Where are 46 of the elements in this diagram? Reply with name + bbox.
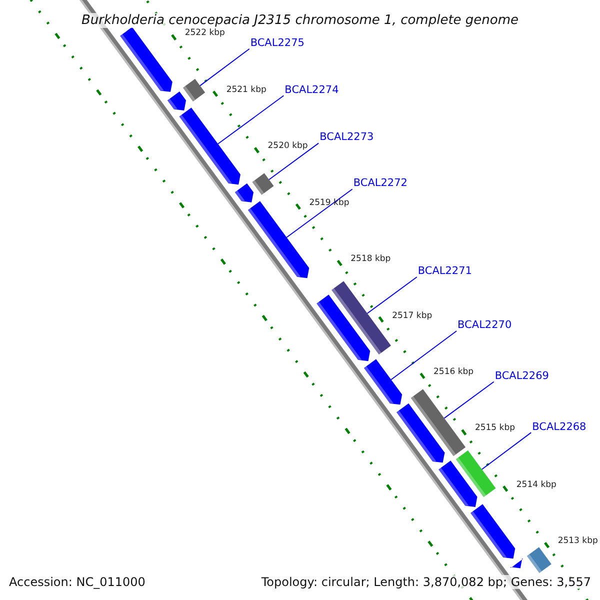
genome-summary-text: Topology: circular; Length: 3,870,082 bp; Genes: 3,557 [261,575,591,590]
leader-line [366,276,418,314]
gene-label: BCAL2275 [250,38,304,48]
scale-tick-label: 2515 kbp [474,424,516,433]
leader-line [390,330,458,380]
leader-line [286,188,353,238]
leader-line [217,95,284,144]
gene-block [252,173,274,195]
gene-label: BCAL2269 [494,370,549,382]
gene-feature [248,201,310,278]
gene-label: BCAL2268 [532,422,586,432]
gene-label: BCAL2272 [353,178,408,189]
accession-text: Accession: NC_011000 [9,575,146,590]
gene-feature [179,108,240,185]
scale-tick-label: 2519 kbp [309,198,350,208]
gene-feature [438,460,478,507]
gene-label: BCAL2274 [284,84,339,96]
leader-line [200,48,250,86]
scale-tick-label: 2513 kbp [558,537,598,546]
gene-feature [120,27,172,92]
gene-label: BCAL2273 [320,132,374,143]
gene-block [526,547,552,573]
gene-feature [316,294,370,362]
gene-feature [364,359,402,405]
leader-line [481,432,532,470]
scale-tick-label: 2517 kbp [392,312,432,320]
gene-feature [470,504,516,559]
gene-label: BCAL2271 [418,266,472,276]
gene-block [456,450,496,498]
scale-tick-label: 2514 kbp [516,480,556,490]
gene-feature [510,558,523,568]
leader-line [444,381,494,419]
gene-block [410,389,466,456]
gene-feature [234,183,254,202]
gene-feature [167,92,186,110]
gene-block [182,78,206,102]
gene-block [332,281,391,355]
scale-tick-label: 2521 kbp [226,86,266,94]
scale-tick-label: 2520 kbp [268,142,308,151]
leader-line [268,142,320,180]
gene-label: BCAL2270 [458,320,512,330]
scale-tick-label: 2518 kbp [350,255,391,264]
scale-tick-label: 2522 kbp [184,29,225,38]
gene-feature [396,403,445,463]
scale-tick-label: 2516 kbp [434,368,474,376]
map-title: Burkholderia cenocepacia J2315 chromosome 1, complete genome [81,13,519,28]
